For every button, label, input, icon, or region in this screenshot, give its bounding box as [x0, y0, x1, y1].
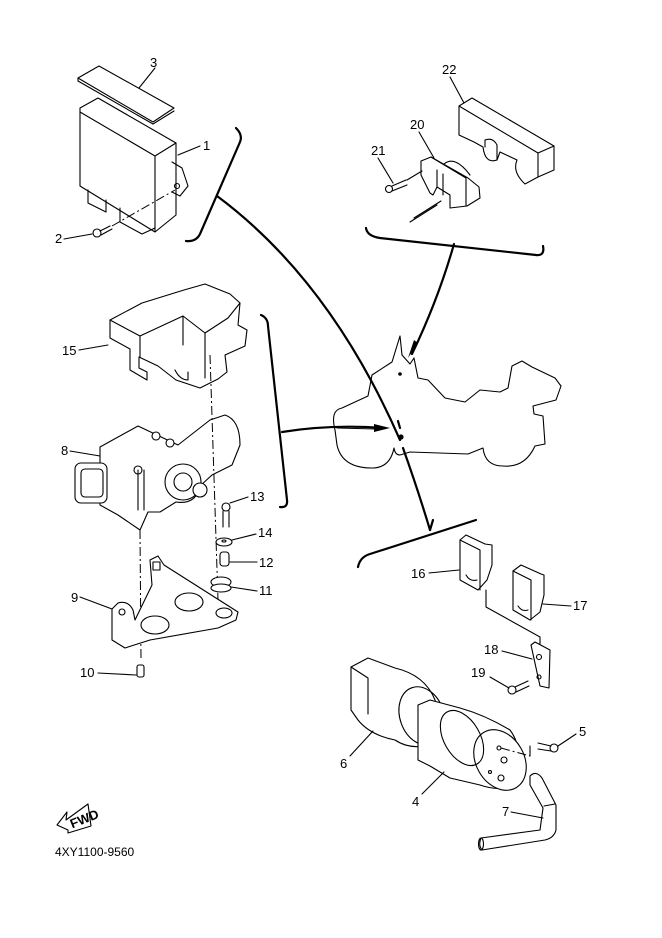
part-16-relay: [459, 534, 493, 591]
part-22-cover: [458, 97, 555, 185]
part-2-screw: [92, 189, 176, 238]
part-21-screw: [384, 170, 423, 194]
leader-c: [280, 425, 387, 434]
part-5-screw: [537, 742, 559, 753]
callout-5: 5: [579, 724, 586, 739]
relay-wire: [485, 589, 541, 646]
callout-6: 6: [340, 756, 347, 771]
part-12-collar: [219, 551, 230, 567]
callout-12: 12: [259, 555, 273, 570]
location-marker: [398, 434, 404, 440]
part-4-pump-filter: [417, 699, 527, 791]
callout-15: 15: [62, 343, 76, 358]
callout-19: 19: [471, 665, 485, 680]
leader-b-arrow: [408, 340, 418, 358]
part-13-bolt: [221, 502, 231, 528]
location-marker-2: [396, 419, 402, 430]
diagram-code: 4XY1100-9560: [55, 845, 135, 859]
callout-20: 20: [410, 117, 424, 132]
leader-d: [401, 446, 432, 532]
part-19-screw: [507, 680, 530, 695]
callout-2: 2: [55, 231, 62, 246]
callout-21: 21: [371, 143, 385, 158]
callout-14: 14: [258, 525, 272, 540]
part-15-cover: [109, 283, 248, 389]
part-11-grommet: [210, 576, 232, 593]
part-8-hydraulic-unit: [74, 414, 241, 531]
callout-7: 7: [502, 804, 509, 819]
callout-17: 17: [573, 598, 587, 613]
bracket-a: [184, 126, 242, 243]
bracket-c: [259, 313, 289, 509]
part-7-hose: [477, 772, 557, 851]
leader-a: [215, 194, 402, 442]
callout-18: 18: [484, 642, 498, 657]
location-marker-3: [398, 372, 402, 376]
part-20-sensor: [409, 156, 481, 223]
leader-b: [410, 242, 456, 356]
bracket-d-stem: [428, 518, 435, 532]
silhouette-line: [336, 427, 377, 430]
callout-3: 3: [150, 55, 157, 70]
part-3-pad: [77, 65, 175, 125]
bracket-b: [364, 226, 545, 257]
callouts: 3 1 2 22 20 21 15 8 13 14 12 11 9 10 16 …: [55, 55, 587, 819]
callout-8: 8: [61, 443, 68, 458]
part-1-ecu: [79, 97, 189, 235]
callout-22: 22: [442, 62, 456, 77]
part-10-screw: [136, 664, 145, 678]
callout-9: 9: [71, 590, 78, 605]
guide-line-c1: [209, 354, 219, 601]
callout-11: 11: [259, 583, 273, 598]
part-6-pump-body: [350, 657, 446, 748]
callout-13: 13: [250, 489, 264, 504]
guide-line-e: [500, 747, 531, 757]
callout-10: 10: [80, 665, 94, 680]
part-9-bracket: [111, 555, 239, 649]
part-18-bracket: [530, 641, 551, 689]
fwd-arrow-icon: FWD: [56, 803, 101, 834]
motorcycle-silhouette: [333, 335, 562, 469]
callout-16: 16: [411, 566, 425, 581]
callout-4: 4: [412, 794, 419, 809]
part-17-relay: [512, 564, 545, 621]
leader-c-arrow: [374, 424, 390, 432]
part-14-washer: [215, 537, 233, 547]
callout-1: 1: [203, 138, 210, 153]
bracket-d: [356, 518, 478, 569]
